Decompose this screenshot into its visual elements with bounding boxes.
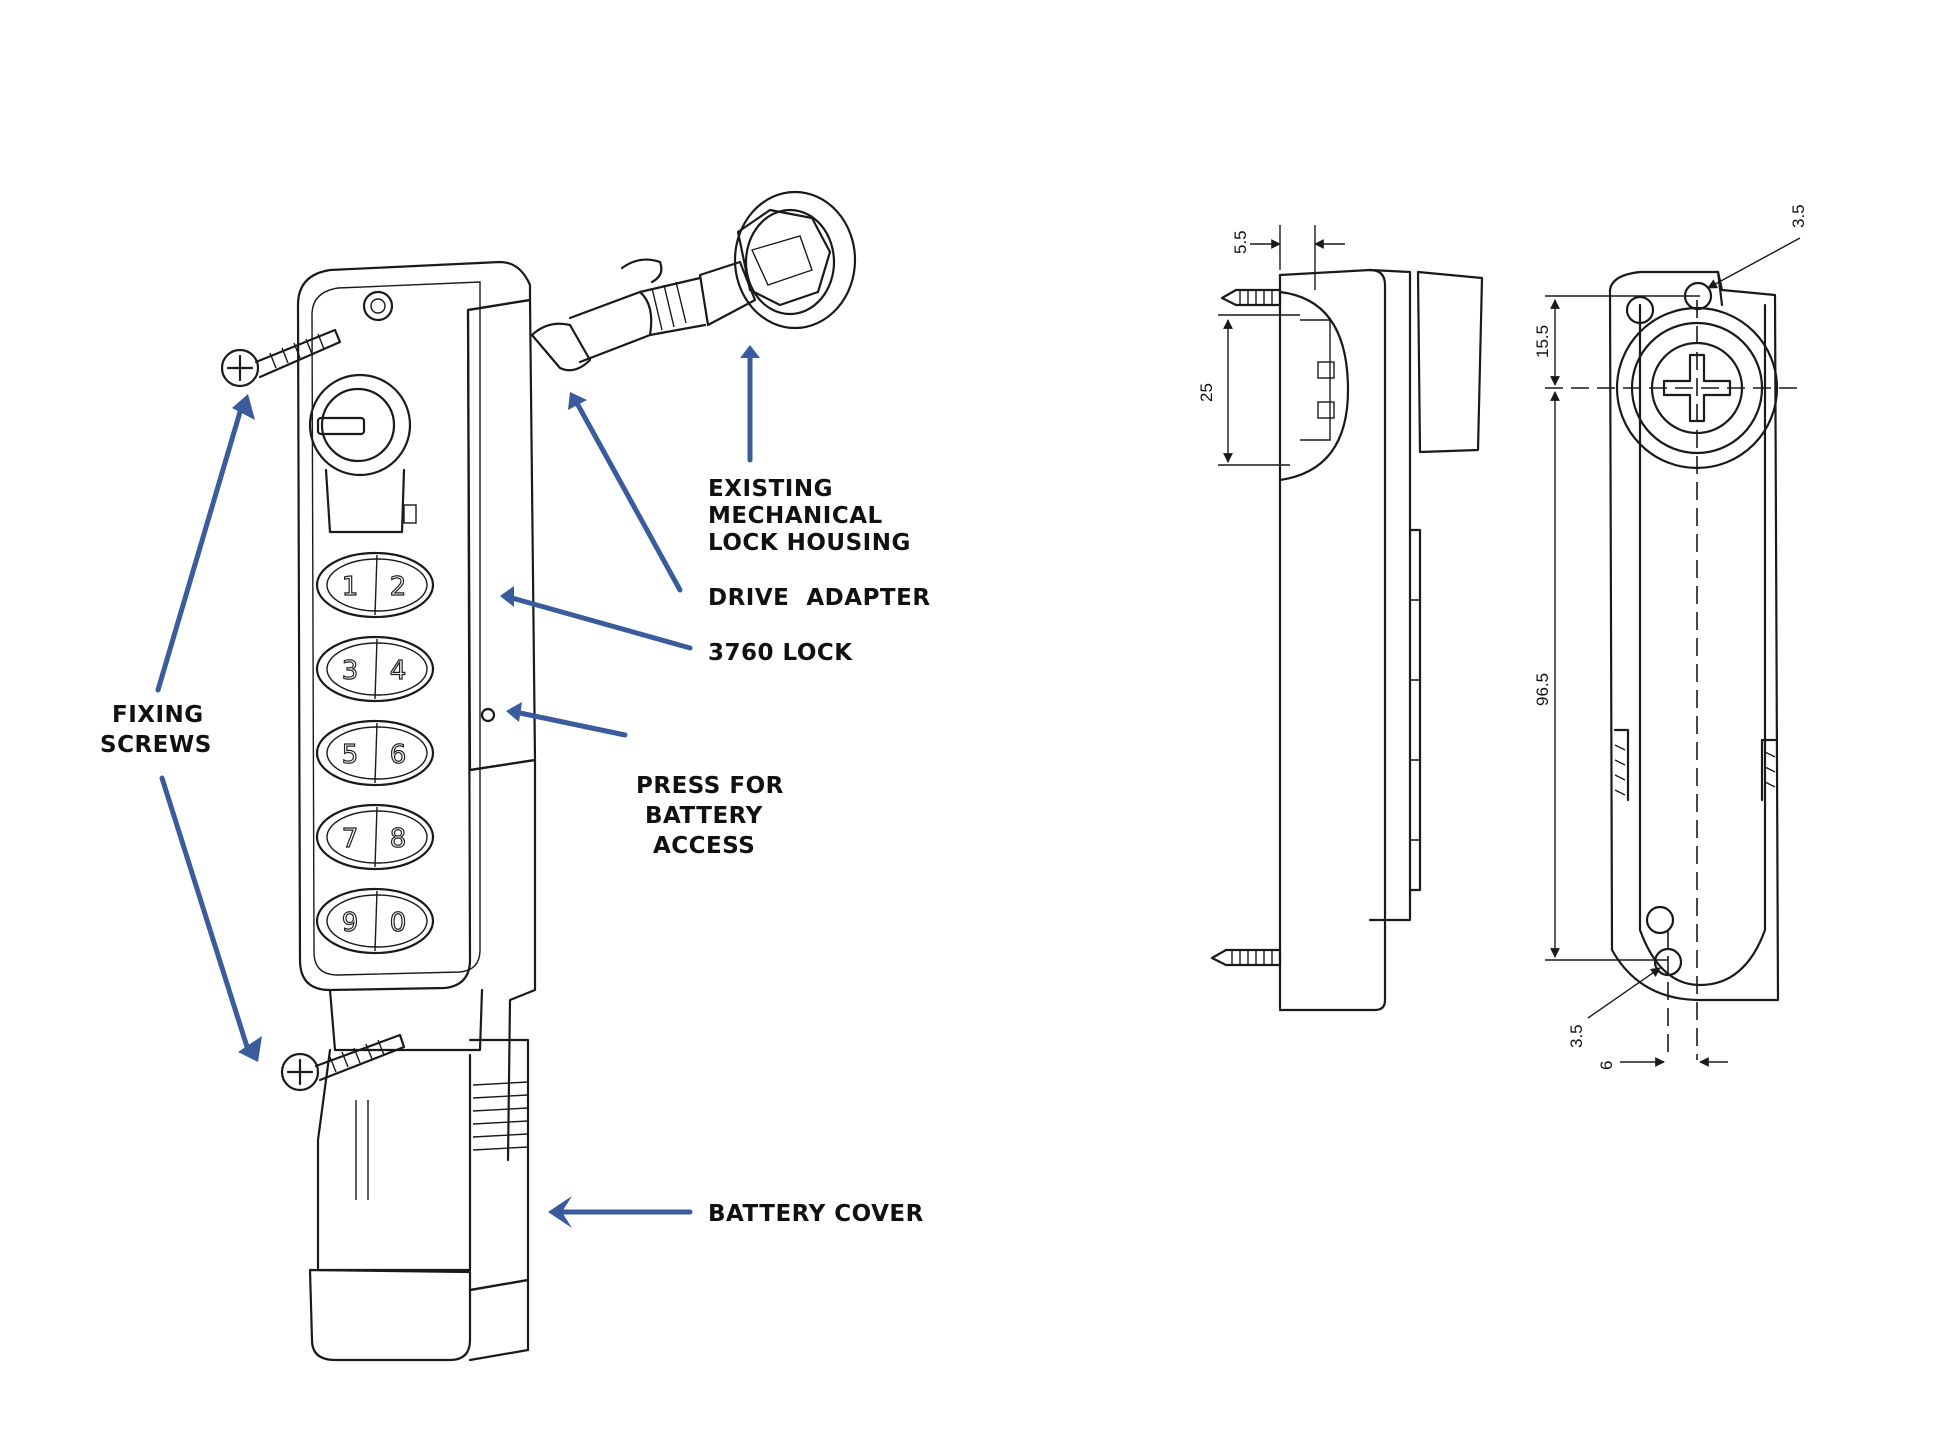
- battery-cover: [308, 1268, 472, 1362]
- drive-adapter: [530, 258, 757, 372]
- dim-front-upper-span: 15.5: [1533, 325, 1552, 358]
- label-existing-housing: EXISTING MECHANICAL LOCK HOUSING: [708, 476, 911, 556]
- key-cylinder: [308, 373, 412, 477]
- keypad-key-8: 8: [390, 824, 407, 854]
- front-cross-drive: [1662, 353, 1732, 423]
- battery-release-button: [480, 707, 496, 723]
- keypad-key-2: 2: [390, 572, 407, 602]
- dim-front-top-hole: 3.5: [1789, 204, 1808, 228]
- side-screw-top: [1220, 288, 1282, 307]
- keypad-key-3: 3: [342, 656, 359, 686]
- keypad-button-pair: [315, 551, 435, 619]
- label-press-battery: PRESS FOR BATTERY ACCESS: [636, 773, 792, 859]
- front-body: [1608, 270, 1780, 1002]
- side-screw-bottom: [1210, 948, 1282, 967]
- dim-side-cam-height: 25: [1197, 383, 1216, 402]
- lock-body-inner: [311, 281, 481, 976]
- keypad-key-4: 4: [390, 656, 407, 686]
- keypad-button-pair: [315, 887, 435, 955]
- key-slot: [316, 416, 366, 436]
- fixing-screw-bottom: [280, 1033, 406, 1092]
- front-bottom-hole: [1653, 947, 1683, 977]
- label-drive-adapter: DRIVE ADAPTER: [708, 585, 931, 611]
- dim-side-screw-offset: 5.5: [1231, 230, 1250, 254]
- keypad-key-5: 5: [342, 740, 359, 770]
- callout-arrows: [155, 345, 760, 1228]
- keypad-key-7: 7: [342, 824, 359, 854]
- top-mount-hole: [362, 290, 394, 322]
- keypad-button-pair: [315, 635, 435, 703]
- label-fixing-screws: FIXING SCREWS: [100, 702, 212, 758]
- keypad-key-9: 9: [342, 908, 359, 938]
- side-view-drawing: 5.5 25: [1197, 225, 1484, 1012]
- front-view-drawing: 15.5 96.5 3.5 3.5 6: [1533, 204, 1808, 1070]
- dim-front-bottom-offset: 6: [1597, 1061, 1616, 1070]
- keypad-button-pair: [315, 803, 435, 871]
- battery-cover-grip: [472, 1081, 529, 1151]
- lock-side-face: [466, 298, 537, 772]
- side-cam-housing: [1416, 270, 1484, 454]
- label-battery-cover: BATTERY COVER: [708, 1201, 924, 1227]
- dim-front-bottom-hole: 3.5: [1567, 1024, 1586, 1048]
- lock-body: [296, 260, 532, 992]
- mechanical-lock-housing: [733, 190, 857, 330]
- side-body: [1278, 268, 1387, 1012]
- battery-compartment: [316, 1048, 472, 1272]
- keypad-key-6: 6: [390, 740, 407, 770]
- keypad-button-pair: [315, 719, 435, 787]
- keypad-key-0: 0: [390, 908, 407, 938]
- label-3760-lock: 3760 LOCK: [708, 640, 853, 666]
- keypad-key-1: 1: [342, 572, 359, 602]
- fixing-screw-top: [220, 328, 342, 388]
- dim-front-main-span: 96.5: [1533, 673, 1552, 706]
